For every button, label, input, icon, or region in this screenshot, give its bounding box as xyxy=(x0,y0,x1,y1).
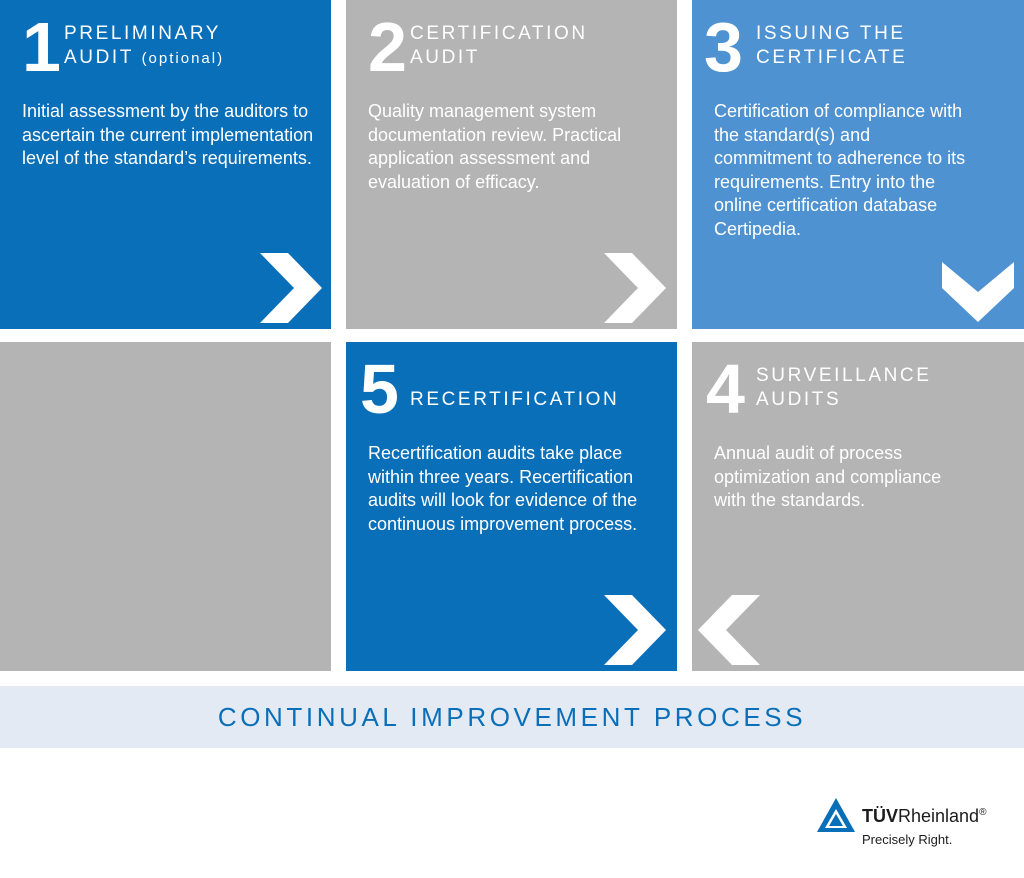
step-1-number: 1 xyxy=(22,8,61,86)
step-1-title-suffix: (optional) xyxy=(141,50,225,67)
chevron-right-icon xyxy=(260,253,322,323)
step-4-tile: 4 SURVEILLANCE AUDITS Annual audit of pr… xyxy=(692,342,1024,671)
brand-name-bold: TÜV xyxy=(862,806,898,826)
continual-improvement-band: CONTINUAL IMPROVEMENT PROCESS xyxy=(0,686,1024,748)
step-3-tile: 3 ISSUING THE CERTIFICATE Certification … xyxy=(692,0,1024,329)
step-2-title-line1: CERTIFICATION xyxy=(410,23,588,44)
continual-improvement-label: CONTINUAL IMPROVEMENT PROCESS xyxy=(217,701,807,732)
step-4-title: SURVEILLANCE AUDITS xyxy=(756,364,932,412)
step-3-description: Certification of compliance with the sta… xyxy=(714,101,966,239)
step-3-title-line1: ISSUING THE xyxy=(756,23,906,44)
step-5-tile: 5 RECERTIFICATION Recertification audits… xyxy=(346,342,677,671)
step-4-title-line2: AUDITS xyxy=(756,389,842,410)
step-2-title: CERTIFICATION AUDIT xyxy=(410,22,588,70)
step-2-title-line2: AUDIT xyxy=(410,47,480,68)
step-5-number: 5 xyxy=(360,350,399,428)
step-4-title-line1: SURVEILLANCE xyxy=(756,365,932,386)
step-3-number: 3 xyxy=(704,8,743,86)
step-2-number: 2 xyxy=(368,8,407,86)
brand-tagline: Precisely Right. xyxy=(862,832,953,847)
step-3-title: ISSUING THE CERTIFICATE xyxy=(756,22,907,70)
brand-name-rest: Rheinland xyxy=(898,806,980,826)
chevron-right-icon xyxy=(604,595,666,665)
step-2-tile: 2 CERTIFICATION AUDIT Quality management… xyxy=(346,0,677,329)
step-3-title-line2: CERTIFICATE xyxy=(756,47,908,68)
step-1-title: PRELIMINARY AUDIT (optional) xyxy=(64,22,224,71)
empty-tile xyxy=(0,342,331,671)
step-4-number: 4 xyxy=(706,350,745,428)
step-1-description: Initial assessment by the auditors to as… xyxy=(22,101,314,168)
chevron-right-icon xyxy=(604,253,666,323)
step-1-title-line1: PRELIMINARY xyxy=(64,23,222,44)
step-2-description: Quality management system documentation … xyxy=(368,101,622,192)
step-1-tile: 1 PRELIMINARY AUDIT (optional) Initial a… xyxy=(0,0,331,329)
step-1-title-line2: AUDIT xyxy=(64,47,134,68)
brand-name: TÜVRheinland® xyxy=(862,806,986,827)
registered-mark: ® xyxy=(979,807,987,818)
step-5-title: RECERTIFICATION xyxy=(410,388,619,412)
step-5-title-line1: RECERTIFICATION xyxy=(410,389,620,410)
step-4-description: Annual audit of process optimization and… xyxy=(714,443,942,510)
chevron-down-icon xyxy=(942,262,1014,322)
step-5-description: Recertification audits take place within… xyxy=(368,443,638,534)
chevron-left-icon xyxy=(698,595,760,665)
tuv-triangle-logo xyxy=(817,798,855,832)
